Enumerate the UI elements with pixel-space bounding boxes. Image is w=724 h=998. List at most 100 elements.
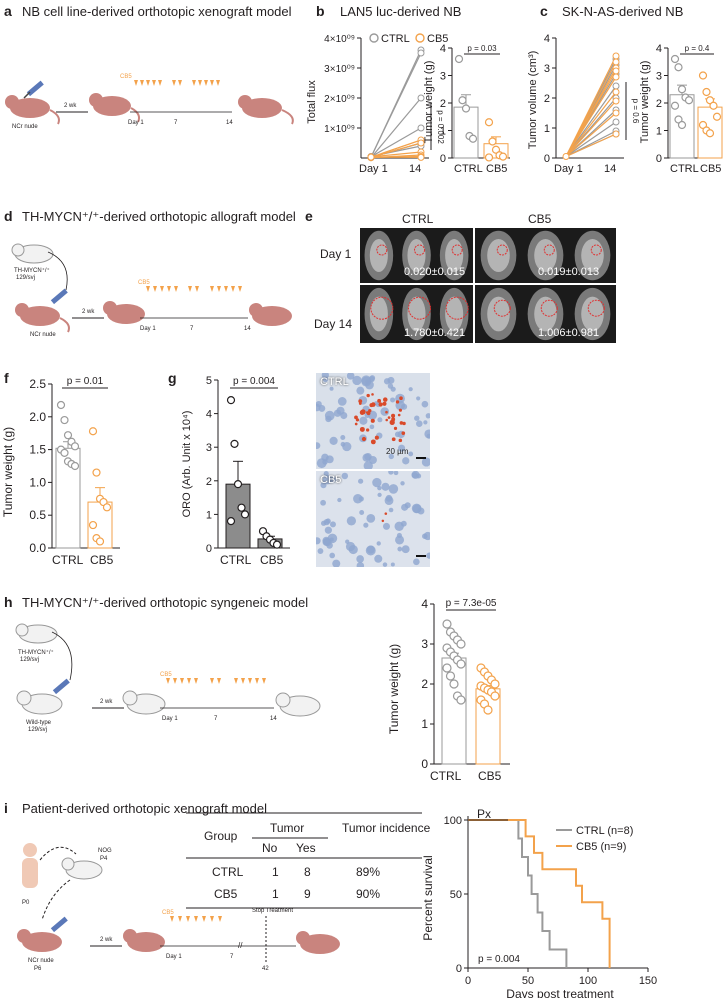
panel-label-f: f <box>4 370 9 386</box>
survival-curve <box>468 819 611 968</box>
data-point <box>612 67 620 75</box>
data-point <box>484 118 494 127</box>
lipid-droplet <box>398 408 402 412</box>
x-tick-label: 14 <box>604 163 616 175</box>
lipid-droplet <box>359 426 365 432</box>
dose-arrow <box>178 916 182 922</box>
col-label-ctrl: CTRL <box>402 212 434 226</box>
nucleus <box>382 522 391 530</box>
nucleus <box>400 520 407 527</box>
x-tick-label: CB5 <box>478 769 502 783</box>
x-tick-label: 150 <box>639 975 657 987</box>
image-label: CB5 <box>320 474 342 486</box>
nucleus <box>402 457 410 465</box>
nucleus <box>356 555 364 563</box>
lipid-droplet <box>381 519 385 523</box>
dose-arrow <box>210 678 214 684</box>
lipid-droplet <box>391 417 396 422</box>
nucleus <box>388 484 399 494</box>
mouse-icon <box>296 931 340 954</box>
data-point <box>233 480 243 489</box>
lipid-droplet <box>360 409 366 415</box>
lipid-droplet <box>385 418 388 422</box>
nucleus <box>394 431 401 438</box>
mouse-icon <box>122 690 166 715</box>
y-axis-label: Tumor weight (g) <box>387 644 401 734</box>
incidence-table: Group Tumor No Yes Tumor incidence CTRL … <box>186 812 431 909</box>
passage-label: P4 <box>100 856 108 862</box>
lipid-droplet <box>354 415 358 420</box>
nucleus <box>388 471 394 475</box>
cb5-label: CB5 <box>162 910 174 916</box>
lipid-droplet <box>365 428 370 432</box>
mouse-body <box>487 296 510 332</box>
nucleus <box>325 415 332 423</box>
tick-label: 7 <box>214 716 218 722</box>
schema-i: P0 NOG P4 NCr nude P6 2 wk CB5 Stop Trea… <box>17 843 340 972</box>
y-tick-label: 4 <box>421 597 428 611</box>
dose-arrow <box>146 80 150 86</box>
schema-d: TH-MYCN⁺/⁺ 129/svj NCr nude 2 wk CB5 Day… <box>11 243 292 338</box>
panel-label-d: d <box>4 208 13 224</box>
tick-label: 7 <box>230 954 234 960</box>
nucleus <box>325 455 334 464</box>
panel-a-title: NB cell line-derived orthotopic xenograf… <box>22 4 292 19</box>
col-label-cb5: CB5 <box>528 212 552 226</box>
data-point <box>56 400 66 410</box>
nucleus <box>400 481 405 486</box>
data-point <box>417 94 425 102</box>
mouse-body <box>369 239 388 272</box>
data-point <box>240 510 250 519</box>
schema-h: TH-MYCN⁺/⁺ 129/svj Wild-type 129/svj 2 w… <box>15 623 321 733</box>
data-point <box>417 49 425 57</box>
nucleus <box>352 375 362 386</box>
panel-h-title: TH-MYCN⁺/⁺-derived orthotopic syngeneic … <box>22 595 309 610</box>
nucleus <box>337 397 347 406</box>
dose-arrow <box>158 80 162 86</box>
dose-arrow <box>198 80 202 86</box>
mouse-body <box>534 296 557 332</box>
nucleus <box>421 400 429 408</box>
dose-arrow <box>248 678 252 684</box>
chart-f: 0.00.51.01.52.02.5 Tumor weight (g) CTRL… <box>1 376 120 567</box>
series-line <box>565 100 617 157</box>
series-line <box>370 142 422 158</box>
lipid-droplet <box>391 437 396 442</box>
table-cell: 9 <box>304 887 311 901</box>
lipid-droplet <box>391 413 396 418</box>
p-value: p = 0.03 <box>467 44 497 53</box>
data-point <box>612 58 620 66</box>
x-tick-label: 14 <box>409 163 421 175</box>
nucleus <box>414 415 420 421</box>
transfer-arrow <box>39 846 77 861</box>
tumor-roi <box>493 299 511 317</box>
donor-label: TH-MYCN⁺/⁺ <box>14 267 50 274</box>
nucleus <box>413 558 420 566</box>
nucleus <box>321 373 329 379</box>
lipid-droplet <box>370 439 376 445</box>
dose-arrow <box>262 678 266 684</box>
dose-arrow <box>210 80 214 86</box>
value-cb5-day14: 1.006±0.981 <box>538 327 600 339</box>
lipid-droplet <box>395 400 400 404</box>
nucleus <box>425 413 430 419</box>
series-line <box>370 139 422 158</box>
data-point <box>230 439 239 448</box>
tumor-roi <box>370 296 394 320</box>
recipient-strain: 129/svj <box>28 727 47 733</box>
nucleus <box>416 420 423 427</box>
nucleus <box>322 536 331 545</box>
y-tick-label: 1.5 <box>29 443 46 457</box>
nucleus <box>416 396 421 401</box>
panel-label-c: c <box>540 3 548 19</box>
table-cell: 8 <box>304 865 311 879</box>
nucleus <box>363 522 369 528</box>
y-tick-label: 4 <box>656 43 662 55</box>
y-tick-label: 3 <box>421 637 428 651</box>
nucleus <box>322 377 329 383</box>
nucleus <box>342 442 352 452</box>
series-line <box>565 112 617 157</box>
bli-image-cb5-day14 <box>475 285 616 343</box>
dose-arrow <box>217 678 221 684</box>
